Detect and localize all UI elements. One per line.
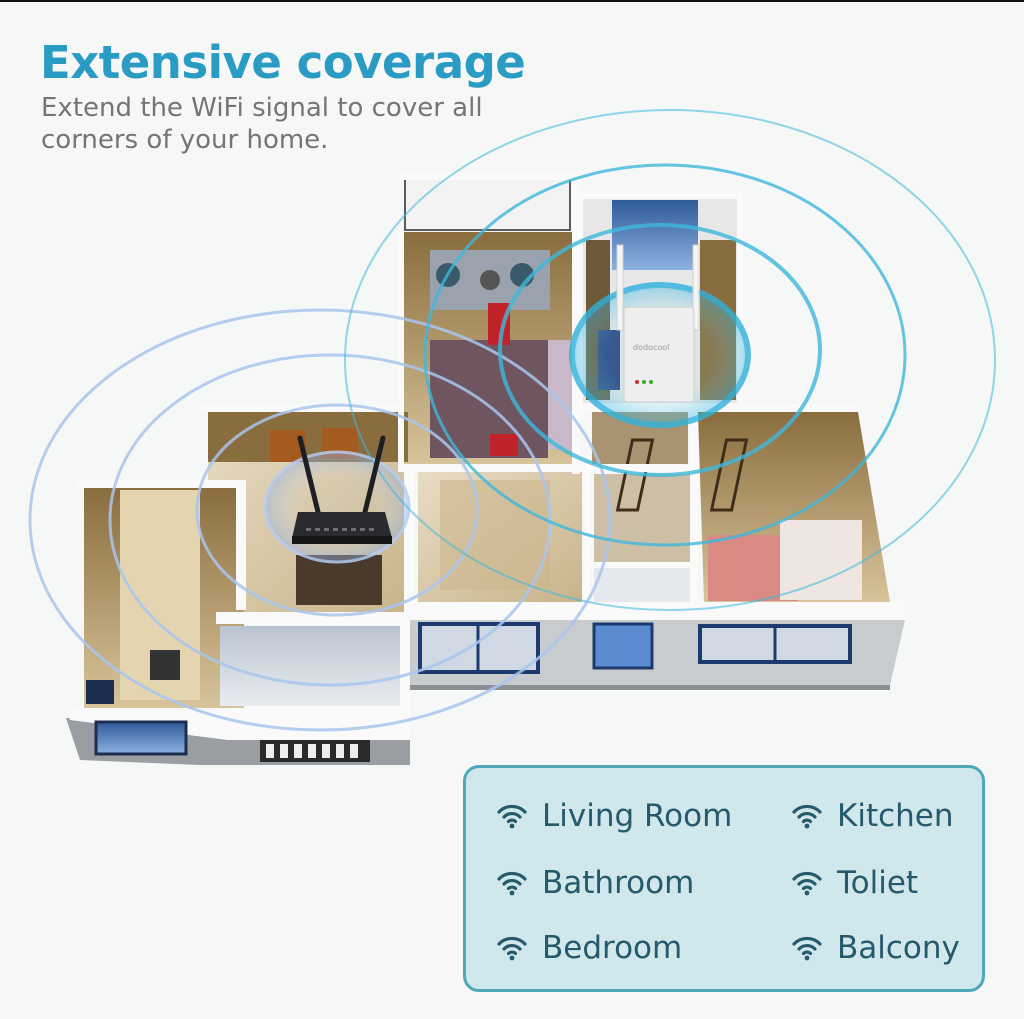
router-device: [292, 435, 392, 544]
legend-item-kitchen: Kitchen: [791, 798, 954, 834]
legend-item-living-room: Living Room: [496, 798, 732, 834]
legend-label: Toliet: [837, 865, 919, 901]
legend-item-toilet: Toliet: [791, 865, 918, 901]
page-subtitle: Extend the WiFi signal to cover all corn…: [41, 93, 483, 155]
svg-text:dodocool: dodocool: [633, 343, 669, 352]
legend-item-bathroom: Bathroom: [496, 865, 694, 901]
legend-label: Bedroom: [542, 930, 683, 966]
top-border: [0, 0, 1024, 2]
room-coverage-legend: Living Room Kitchen Bathroom Toliet Bedr…: [463, 765, 985, 992]
wifi-extender-device: dodocool: [616, 244, 700, 403]
legend-label: Living Room: [542, 798, 733, 834]
legend-item-balcony: Balcony: [791, 930, 960, 966]
legend-item-bedroom: Bedroom: [496, 930, 682, 966]
legend-label: Bathroom: [542, 865, 695, 901]
wifi-icon: [497, 871, 527, 896]
wifi-icon: [497, 804, 527, 829]
page-title: Extensive coverage: [40, 36, 526, 89]
wifi-icon: [792, 871, 822, 896]
wifi-icon: [497, 936, 527, 961]
legend-label: Kitchen: [837, 798, 954, 834]
legend-label: Balcony: [837, 930, 960, 966]
wifi-icon: [792, 804, 822, 829]
wifi-icon: [792, 936, 822, 961]
